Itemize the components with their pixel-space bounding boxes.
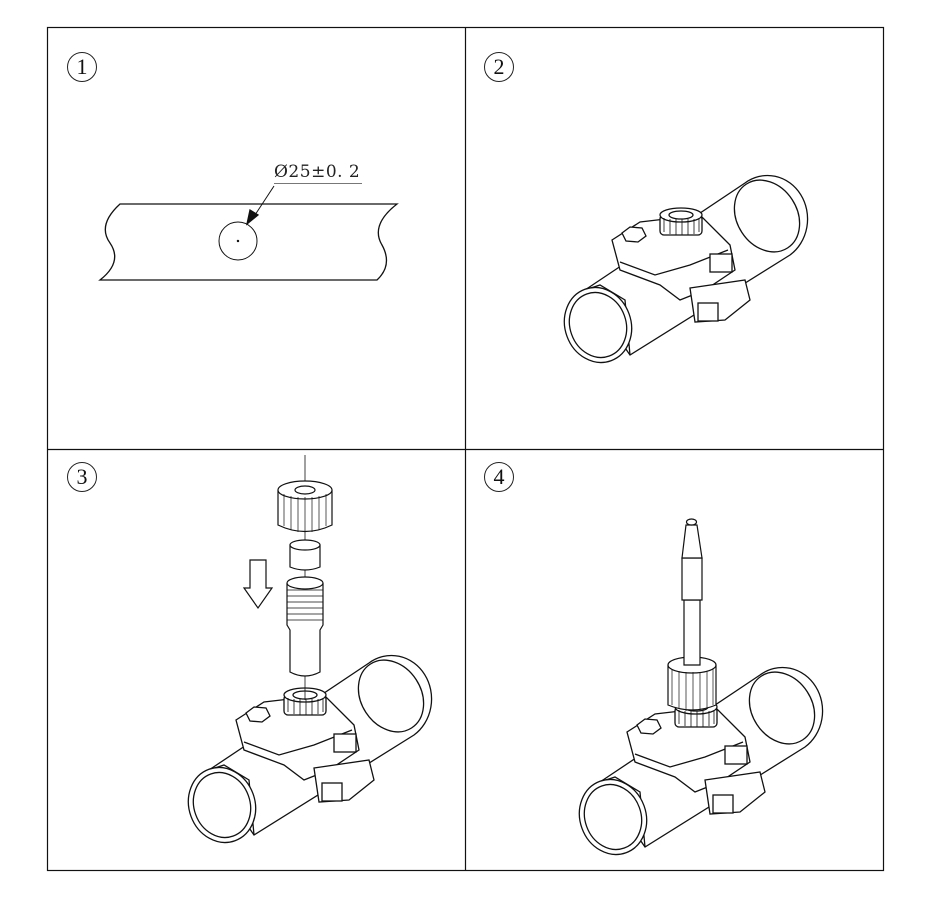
cutter-rod [683, 599, 701, 666]
step2-saddle-assembly [553, 167, 814, 373]
step3-drawing [177, 455, 438, 853]
hole-diameter-label: Ø25±0. 2 [274, 162, 363, 184]
installed-nut [667, 665, 717, 711]
hole-circle [218, 221, 258, 261]
fitting-body [286, 583, 324, 677]
step-number-4: 4 [484, 462, 514, 492]
seal-ring [289, 545, 321, 571]
step-number-3: 3 [67, 462, 97, 492]
down-arrow-icon [242, 559, 274, 610]
step-number-2: 2 [484, 52, 514, 82]
panel-grid [46, 26, 885, 872]
step-number-1: 1 [67, 52, 97, 82]
leader-arrow-icon [245, 208, 260, 226]
step1-pipe-drawing [98, 185, 399, 281]
step4-drawing [568, 518, 829, 865]
